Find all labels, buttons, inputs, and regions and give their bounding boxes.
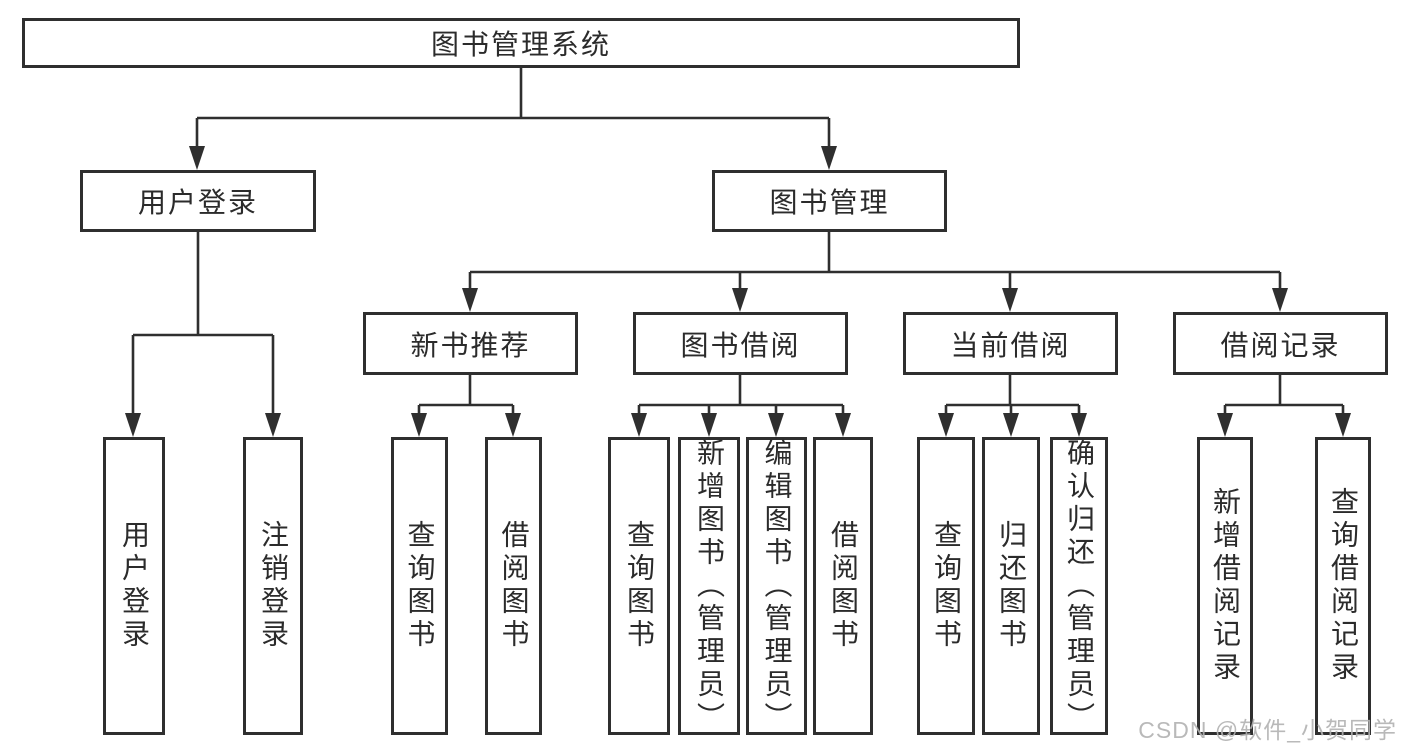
node-user-login-label: 用户登录 <box>137 187 258 218</box>
node-book-management: 图书管理 <box>712 170 947 232</box>
leaf-newbook-borrow-books-label: 借阅图书 <box>498 520 530 652</box>
leaf-borrow-edit-books-admin: 编辑图书（管理员） <box>746 437 807 735</box>
leaf-newbook-borrow-books: 借阅图书 <box>485 437 542 735</box>
csdn-watermark: CSDN @软件_小贺同学 <box>1138 717 1397 743</box>
leaf-current-query-books-label: 查询图书 <box>931 520 962 652</box>
leaf-records-query-record: 查询借阅记录 <box>1315 437 1371 735</box>
leaf-borrow-edit-books-admin-label: 编辑图书（管理员） <box>761 437 793 735</box>
leaf-newbook-query-books-label: 查询图书 <box>404 520 436 652</box>
leaf-borrow-borrow-books: 借阅图书 <box>813 437 873 735</box>
node-borrow-records-label: 借阅记录 <box>1220 329 1341 361</box>
node-root: 图书管理系统 <box>22 18 1020 68</box>
node-borrow-records: 借阅记录 <box>1173 312 1388 375</box>
leaf-user-login: 用户登录 <box>103 437 165 735</box>
leaf-records-query-record-label: 查询借阅记录 <box>1328 487 1359 685</box>
leaf-current-confirm-return-admin-label: 确认归还（管理员） <box>1064 437 1095 735</box>
node-new-book-recommend-label: 新书推荐 <box>410 329 531 361</box>
leaf-current-return-books: 归还图书 <box>982 437 1040 735</box>
leaf-logout: 注销登录 <box>243 437 303 735</box>
leaf-logout-label: 注销登录 <box>258 520 289 652</box>
leaf-current-query-books: 查询图书 <box>917 437 975 735</box>
leaf-borrow-query-books: 查询图书 <box>608 437 670 735</box>
leaf-current-confirm-return-admin: 确认归还（管理员） <box>1050 437 1108 735</box>
leaf-current-return-books-label: 归还图书 <box>996 520 1027 652</box>
leaf-records-add-record: 新增借阅记录 <box>1197 437 1253 735</box>
leaf-newbook-query-books: 查询图书 <box>391 437 448 735</box>
node-new-book-recommend: 新书推荐 <box>363 312 578 375</box>
leaf-borrow-add-books-admin: 新增图书（管理员） <box>678 437 740 735</box>
arrowheads <box>125 146 1351 437</box>
leaf-borrow-query-books-label: 查询图书 <box>624 520 655 652</box>
node-user-login: 用户登录 <box>80 170 316 232</box>
node-current-borrow: 当前借阅 <box>903 312 1118 375</box>
leaf-records-add-record-label: 新增借阅记录 <box>1210 487 1241 685</box>
node-book-borrow: 图书借阅 <box>633 312 848 375</box>
leaf-borrow-add-books-admin-label: 新增图书（管理员） <box>694 437 725 735</box>
leaf-user-login-label: 用户登录 <box>119 520 150 652</box>
node-current-borrow-label: 当前借阅 <box>950 329 1071 361</box>
node-book-borrow-label: 图书借阅 <box>680 329 801 361</box>
node-book-management-label: 图书管理 <box>769 187 890 218</box>
leaf-borrow-borrow-books-label: 借阅图书 <box>828 520 859 652</box>
node-root-label: 图书管理系统 <box>430 29 611 60</box>
